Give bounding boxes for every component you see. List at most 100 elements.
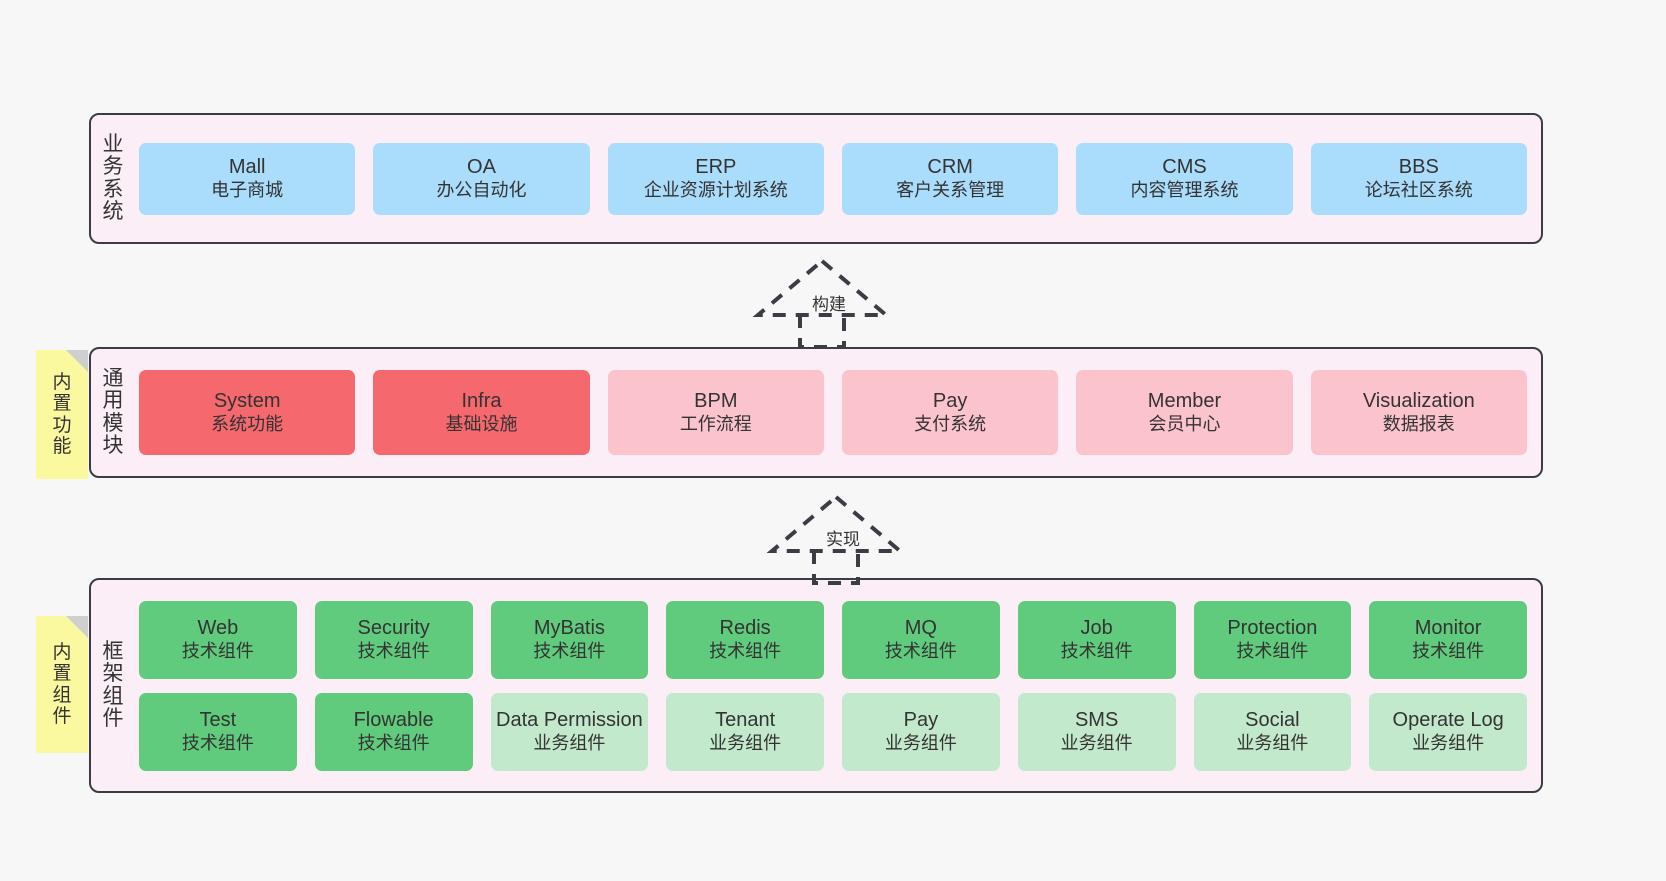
card-title: Monitor (1414, 617, 1482, 640)
card-title: CRM (927, 156, 973, 179)
card-row: Test 技术组件 Flowable 技术组件 Data Permission … (139, 692, 1527, 771)
card-title: MQ (904, 617, 937, 640)
card-mall[interactable]: Mall 电子商城 (139, 142, 356, 215)
card-redis[interactable]: Redis 技术组件 (666, 600, 824, 679)
card-title: SMS (1074, 709, 1119, 732)
layer-label-char: 架 (102, 662, 124, 686)
card-sms[interactable]: SMS 业务组件 (1017, 692, 1176, 771)
card-member[interactable]: Member 会员中心 (1076, 370, 1293, 455)
layer-label-char: 统 (102, 199, 124, 223)
card-title: Protection (1227, 617, 1318, 640)
arrow-stem (798, 315, 846, 349)
card-infra[interactable]: Infra 基础设施 (373, 370, 590, 455)
card-title: Tenant (715, 709, 776, 732)
card-title: Mall (228, 156, 266, 179)
layer-framework-component-body: Web 技术组件 Security 技术组件 MyBatis 技术组件 Redi… (135, 580, 1541, 791)
card-row: Mall 电子商城 OA 办公自动化 ERP 企业资源计划系统 CRM 客户关系… (139, 142, 1527, 215)
card-bbs[interactable]: BBS 论坛社区系统 (1310, 142, 1527, 215)
card-subtitle: 会员中心 (1148, 413, 1221, 434)
layer-label-char: 框 (102, 640, 124, 663)
card-crm[interactable]: CRM 客户关系管理 (841, 142, 1059, 215)
generalization-arrow-build (752, 258, 892, 349)
card-test[interactable]: Test 技术组件 (139, 692, 297, 771)
card-title: Redis (719, 617, 771, 640)
card-web[interactable]: Web 技术组件 (139, 600, 297, 679)
card-title: Flowable (353, 709, 434, 732)
card-subtitle: 系统功能 (211, 413, 284, 434)
layer-business-system[interactable]: 业 务 系 统 Mall 电子商城 OA 办公自动化 ERP 企业资源计划系统 (89, 113, 1543, 244)
arrow-stem (812, 551, 860, 585)
card-row: System 系统功能 Infra 基础设施 BPM 工作流程 Pay 支付系统… (139, 370, 1527, 455)
layer-label-char: 系 (102, 177, 124, 201)
card-bpm[interactable]: BPM 工作流程 (607, 370, 824, 455)
card-mq[interactable]: MQ 技术组件 (842, 600, 1000, 679)
card-title: OA (467, 156, 496, 179)
card-subtitle: 论坛社区系统 (1364, 179, 1473, 200)
layer-framework-component[interactable]: 框 架 组 件 Web 技术组件 Security 技术组件 MyBatis 技… (89, 578, 1543, 793)
card-erp[interactable]: ERP 企业资源计划系统 (607, 142, 824, 215)
layer-common-module-body: System 系统功能 Infra 基础设施 BPM 工作流程 Pay 支付系统… (135, 349, 1541, 476)
note-builtin-function[interactable]: 内 置 功 能 (36, 350, 88, 479)
layer-business-system-label: 业 务 系 统 (91, 115, 135, 242)
note-label-char: 件 (52, 705, 72, 727)
card-social[interactable]: Social 业务组件 (1193, 692, 1352, 771)
layer-label-char: 务 (102, 155, 124, 179)
layer-business-system-body: Mall 电子商城 OA 办公自动化 ERP 企业资源计划系统 CRM 客户关系… (135, 115, 1541, 242)
card-subtitle: 办公自动化 (436, 179, 527, 200)
card-subtitle: 业务组件 (1236, 732, 1309, 753)
note-label-char: 置 (52, 393, 72, 415)
card-title: ERP (695, 156, 737, 179)
card-flowable[interactable]: Flowable 技术组件 (314, 692, 473, 771)
card-title: Job (1080, 617, 1113, 640)
card-protection[interactable]: Protection 技术组件 (1193, 600, 1352, 679)
card-oa[interactable]: OA 办公自动化 (373, 142, 590, 215)
note-builtin-component[interactable]: 内 置 组 件 (36, 616, 88, 753)
layer-common-module-label: 通 用 模 块 (91, 349, 135, 476)
card-title: Pay (932, 390, 968, 413)
card-title: Member (1147, 390, 1222, 413)
card-title: Visualization (1362, 390, 1475, 413)
note-label-char: 置 (52, 663, 72, 685)
card-title: Infra (461, 390, 502, 413)
card-pay-module[interactable]: Pay 支付系统 (841, 370, 1059, 455)
layer-label-char: 通 (102, 367, 124, 390)
note-label-char: 能 (52, 435, 72, 457)
generalization-arrow-implement (766, 494, 906, 585)
card-subtitle: 技术组件 (1060, 640, 1133, 661)
card-subtitle: 客户关系管理 (896, 179, 1005, 200)
card-subtitle: 业务组件 (533, 732, 606, 753)
connector-label-build: 构建 (812, 295, 846, 314)
card-subtitle: 电子商城 (211, 179, 284, 200)
card-tenant[interactable]: Tenant 业务组件 (666, 692, 824, 771)
card-subtitle: 技术组件 (709, 640, 782, 661)
note-label-char: 内 (52, 371, 72, 393)
card-title: Security (357, 617, 430, 640)
card-title: Web (197, 617, 239, 640)
card-subtitle: 业务组件 (1060, 732, 1133, 753)
card-subtitle: 支付系统 (914, 413, 987, 434)
card-subtitle: 业务组件 (1412, 732, 1485, 753)
card-subtitle: 业务组件 (709, 732, 782, 753)
note-fold-icon (66, 616, 88, 638)
card-visualization[interactable]: Visualization 数据报表 (1310, 370, 1527, 455)
card-subtitle: 技术组件 (884, 640, 957, 661)
card-operate-log[interactable]: Operate Log 业务组件 (1369, 692, 1527, 771)
card-title: BPM (694, 390, 738, 413)
card-cms[interactable]: CMS 内容管理系统 (1076, 142, 1293, 215)
card-security[interactable]: Security 技术组件 (314, 600, 473, 679)
connector-label-implement: 实现 (826, 530, 860, 549)
note-label-char: 组 (52, 684, 72, 706)
layer-label-char: 块 (102, 433, 124, 457)
card-subtitle: 技术组件 (181, 640, 254, 661)
card-job[interactable]: Job 技术组件 (1017, 600, 1176, 679)
card-data-permission[interactable]: Data Permission 业务组件 (490, 692, 649, 771)
card-system[interactable]: System 系统功能 (139, 370, 356, 455)
card-subtitle: 业务组件 (884, 732, 957, 753)
card-pay-component[interactable]: Pay 业务组件 (842, 692, 1000, 771)
card-title: Pay (903, 709, 939, 732)
layer-common-module[interactable]: 通 用 模 块 System 系统功能 Infra 基础设施 BPM 工作流程 (89, 347, 1543, 478)
card-monitor[interactable]: Monitor 技术组件 (1369, 600, 1527, 679)
card-subtitle: 技术组件 (357, 640, 430, 661)
card-mybatis[interactable]: MyBatis 技术组件 (490, 600, 649, 679)
